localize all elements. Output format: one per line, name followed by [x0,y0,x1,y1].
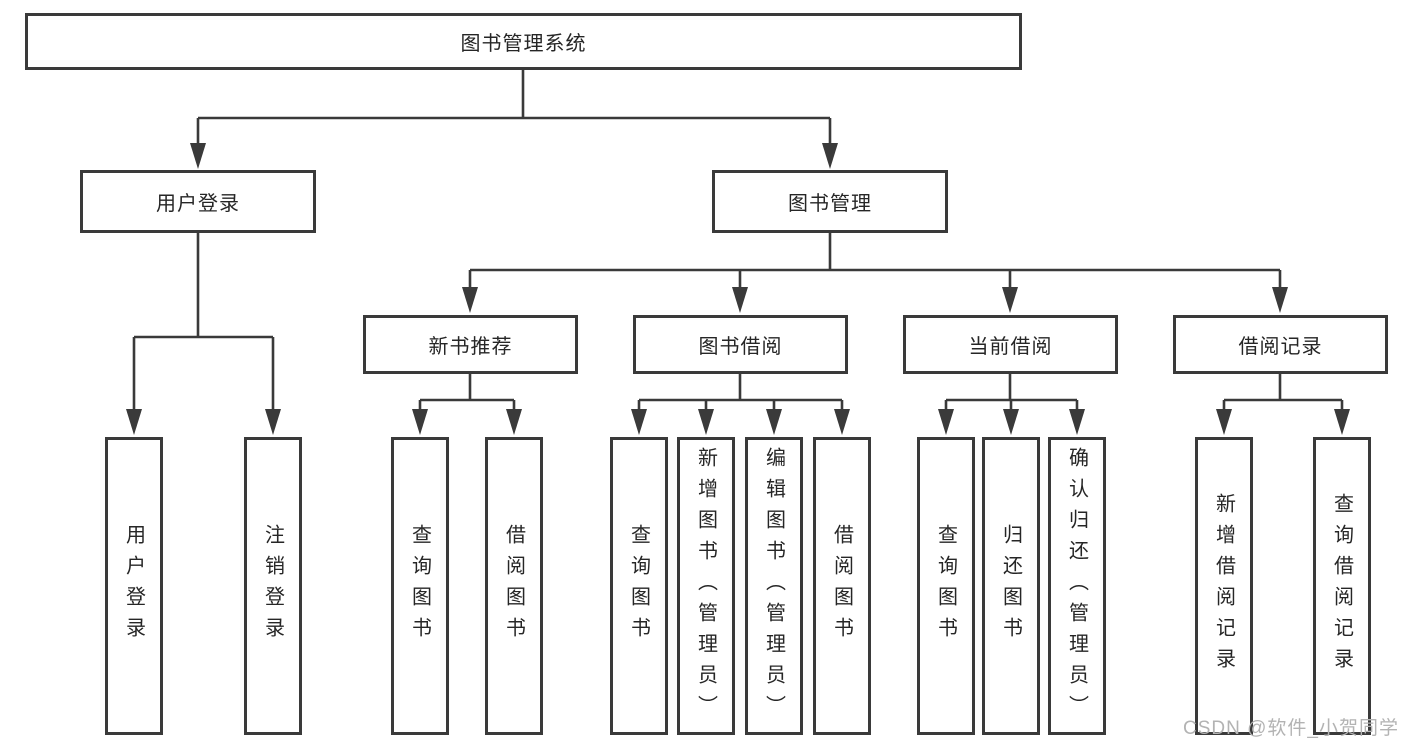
leaf-borrow-books-1: 借阅图书 [485,437,543,735]
edge-borrow-records-children [1216,374,1350,435]
leaf-user-login: 用户登录 [105,437,163,735]
leaf-query-books-1: 查询图书 [391,437,449,735]
edge-user-login-children [126,233,281,435]
edge-book-borrow-children [631,374,850,435]
edge-current-borrow-children [938,374,1085,435]
arrow-down-icon [126,409,142,435]
node-borrow-records: 借阅记录 [1173,315,1388,374]
arrow-down-icon [1216,409,1232,435]
leaf-add-books-admin: 新增图书（管理员） [677,437,735,735]
node-user-login: 用户登录 [80,170,316,233]
arrow-down-icon [1272,287,1288,313]
arrow-down-icon [1002,287,1018,313]
arrow-down-icon [834,409,850,435]
arrow-down-icon [766,409,782,435]
arrow-down-icon [1003,409,1019,435]
arrow-down-icon [631,409,647,435]
edge-book-management-children [462,233,1288,313]
leaf-borrow-books-2: 借阅图书 [813,437,871,735]
arrow-down-icon [732,287,748,313]
leaf-query-books-2: 查询图书 [610,437,668,735]
arrow-down-icon [265,409,281,435]
edge-new-book-recommend-children [412,374,522,435]
node-book-management: 图书管理 [712,170,948,233]
node-book-borrow: 图书借阅 [633,315,848,374]
node-current-borrow: 当前借阅 [903,315,1118,374]
arrow-down-icon [938,409,954,435]
leaf-add-borrow-record: 新增借阅记录 [1195,437,1253,735]
arrow-down-icon [190,143,206,169]
arrow-down-icon [462,287,478,313]
leaf-confirm-return-admin: 确认归还（管理员） [1048,437,1106,735]
leaf-query-books-3: 查询图书 [917,437,975,735]
arrow-down-icon [822,143,838,169]
node-library-management-system: 图书管理系统 [25,13,1022,70]
edge-root-to-level2 [190,70,838,169]
leaf-edit-books-admin: 编辑图书（管理员） [745,437,803,735]
arrow-down-icon [1069,409,1085,435]
leaf-return-books: 归还图书 [982,437,1040,735]
node-new-book-recommend: 新书推荐 [363,315,578,374]
arrow-down-icon [412,409,428,435]
leaf-logout: 注销登录 [244,437,302,735]
arrow-down-icon [698,409,714,435]
leaf-query-borrow-record: 查询借阅记录 [1313,437,1371,735]
arrow-down-icon [506,409,522,435]
arrow-down-icon [1334,409,1350,435]
